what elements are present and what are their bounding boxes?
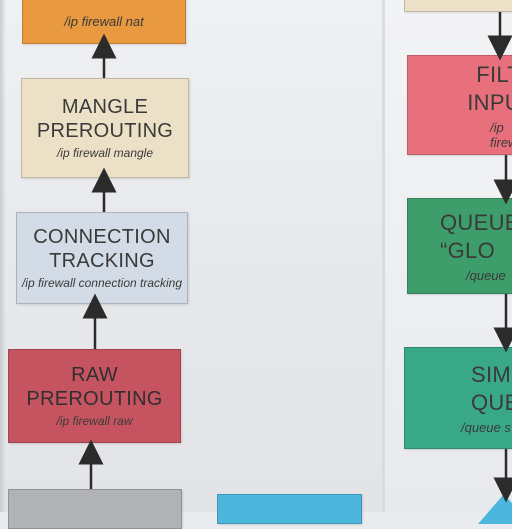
raw-subtitle: /ip firewall raw (56, 414, 133, 428)
filter-subtitle: /ip firewa (490, 119, 512, 150)
connection-subtitle: /ip firewall connection tracking (21, 276, 183, 290)
connection-title: CONNECTION TRACKING (33, 226, 171, 272)
queue-title: QUEUE “GLO (440, 210, 512, 263)
edge-shadow (0, 0, 6, 512)
filter-title: FILT INPU (467, 61, 512, 115)
nat-subtitle: /ip firewall nat (64, 14, 144, 29)
raw-prerouting-box: RAW PREROUTING /ip firewall raw (8, 349, 181, 443)
poster-seam (382, 0, 385, 512)
mangle-title: MANGLE PREROUTING (36, 96, 174, 142)
connection-tracking-box: CONNECTION TRACKING /ip firewall connect… (16, 212, 188, 304)
mangle-subtitle: /ip firewall mangle (56, 146, 154, 160)
queue-subtitle: /queue (466, 268, 506, 283)
right-top-box (404, 0, 512, 12)
mangle-box: MANGLE PREROUTING /ip firewall mangle (21, 78, 189, 178)
filter-input-box: FILT INPU /ip firewa (407, 55, 512, 155)
simple-title: SIMP QUEU (471, 362, 512, 415)
simple-subtitle: /queue s (461, 420, 511, 435)
queue-global-box: QUEUE “GLO /queue (407, 198, 512, 294)
flow-arrows (78, 12, 512, 503)
raw-title: RAW PREROUTING (26, 364, 163, 410)
simple-queue-box: SIMP QUEU /queue s (404, 347, 512, 449)
